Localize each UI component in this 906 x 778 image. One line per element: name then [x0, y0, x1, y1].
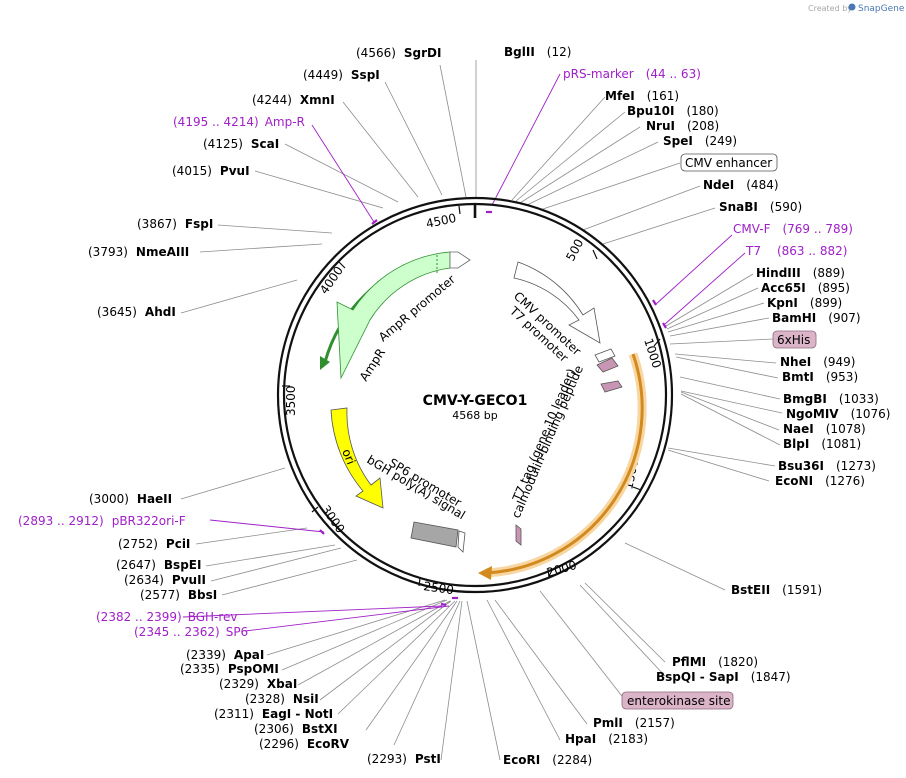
primer-pbr322ori-f: (2893 .. 2912)pBR322ori-F: [18, 514, 186, 528]
enzyme-bmti: BmtI(953): [782, 370, 858, 384]
enzyme-hindiii: HindIII(889): [756, 266, 845, 280]
enzyme-ndei: NdeI(484): [703, 178, 779, 192]
enzyme-snabi: SnaBI(590): [719, 200, 802, 214]
primer-bgh-rev: (2382 .. 2399)BGH-rev: [96, 610, 238, 624]
enzyme-bbsi: (2577)BbsI: [140, 588, 217, 602]
enzyme-blpi: BlpI(1081): [783, 437, 861, 451]
enzyme-bstxi: (2306)BstXI: [254, 722, 338, 736]
primer-cmv-f: CMV-F(769 .. 789): [733, 222, 853, 236]
plasmid-name: CMV-Y-GECO1: [423, 393, 528, 409]
ampr-cds-tail: [449, 251, 471, 269]
enzyme-fspi: (3867)FspI: [137, 217, 213, 231]
enzyme-ecorv: (2296)EcoRV: [259, 737, 350, 751]
enzyme-ngomiv: NgoMIV(1076): [786, 407, 890, 421]
enzyme-leader-lines: [180, 60, 783, 761]
enzyme-bspqi-sapi: BspQI - SapI(1847): [656, 670, 791, 684]
enzyme-xmni: (4244)XmnI: [252, 93, 335, 107]
enzyme-kpni: KpnI(899): [767, 296, 842, 310]
sp6-promoter-arrow: [457, 530, 466, 553]
enzyme-nrui: NruI(208): [646, 119, 719, 133]
primer-sp6: (2345 .. 2362)SP6: [134, 625, 248, 639]
primer-labels: pRS-marker(44 .. 63) (4195 .. 4214)Amp-R…: [18, 67, 853, 639]
enzyme-sspi: (4449)SspI: [303, 68, 380, 82]
enzyme-psti: (2293)PstI: [367, 752, 441, 766]
enzyme-econi: EcoNI(1276): [775, 474, 865, 488]
enzyme-pmli: PmlI(2157): [593, 716, 675, 730]
boxed-label-enterokinase: enterokinase site: [621, 691, 734, 710]
t7-promoter-small-arrow: [594, 348, 616, 363]
enzyme-ecori: EcoRI(2284): [503, 753, 592, 767]
svg-text:CMV enhancer: CMV enhancer: [685, 156, 772, 170]
t7-tag-block: [600, 380, 623, 393]
ampr-promoter-arrow-head: [320, 356, 330, 370]
tick-label-2500: 2500: [423, 579, 455, 597]
boxed-label-6xhis: 6xHis: [772, 330, 817, 349]
enzyme-bpu10i: Bpu10I(180): [627, 104, 719, 118]
enzyme-pvuii: (2634)PvuII: [124, 573, 206, 587]
enzyme-naei: NaeI(1078): [783, 422, 866, 436]
enzyme-hpai: HpaI(2183): [565, 732, 648, 746]
enzyme-xbai: (2329)XbaI: [219, 677, 297, 691]
enzyme-nsii: (2328)NsiI: [245, 692, 319, 706]
enzyme-acc65i: Acc65I(895): [761, 281, 850, 295]
enzyme-pcii: (2752)PciI: [118, 537, 190, 551]
feature-label-ampr: AmpR: [357, 346, 388, 384]
tick-label-3500: 3500: [284, 385, 298, 416]
cmv-promoter-arrow: [513, 261, 601, 344]
tick-marks: [282, 205, 661, 587]
primer-t7: T7(863 .. 882): [745, 244, 847, 258]
enzyme-pflmi: PflMI(1820): [672, 655, 758, 669]
snapgene-brand: SnapGene: [858, 4, 905, 14]
svg-text:enterokinase site: enterokinase site: [627, 694, 730, 708]
created-by-label: Created by: [808, 4, 852, 13]
backbone-outer-ring: [276, 196, 674, 594]
enzyme-spei: SpeI(249): [663, 134, 737, 148]
primer-prs-marker: pRS-marker(44 .. 63): [563, 67, 701, 81]
enzyme-mfei: MfeI(161): [605, 89, 679, 103]
enzyme-bsteii: BstEII(1591): [731, 583, 822, 597]
enzyme-nhei: NheI(949): [780, 355, 855, 369]
enzyme-pspomi: (2335)PspOMI: [180, 662, 279, 676]
enzyme-labels: (4566)SgrDI BglII(12) (4449)SspI MfeI(16…: [88, 45, 890, 767]
feature-label-ori: ori: [339, 447, 358, 467]
enzyme-apai: (2339)ApaI: [186, 648, 264, 662]
cds-arrow-head: [478, 566, 492, 580]
enzyme-bmgbi: BmgBI(1033): [783, 392, 879, 406]
primer-leader-lines: [182, 73, 746, 632]
his-tag-block: [596, 357, 619, 373]
bgh-polya-block: [410, 521, 459, 548]
ampr-cds-arrow: [336, 251, 451, 380]
enzyme-ahdi: (3645)AhdI: [97, 305, 176, 319]
enzyme-scai: (4125)ScaI: [203, 137, 279, 151]
plasmid-size: 4568 bp: [452, 409, 497, 422]
tick-label-1000: 1000: [641, 337, 664, 370]
ori-arrow: [330, 407, 384, 509]
enterokinase-block: [515, 524, 522, 546]
enzyme-haeii: (3000)HaeII: [89, 492, 172, 506]
enzyme-nmeaiii: (3793)NmeAIII: [88, 245, 189, 259]
enzyme-bglii: BglII(12): [504, 45, 571, 59]
feature-label-calmodulin: calmodulin-binding peptide: [509, 363, 586, 520]
enzyme-bamhi: BamHI(907): [772, 311, 861, 325]
tick-label-500: 500: [563, 237, 586, 264]
svg-text:6xHis: 6xHis: [777, 333, 810, 347]
boxed-label-cmv-enhancer: CMV enhancer: [680, 153, 778, 172]
enzyme-sgrdi: (4566)SgrDI: [356, 46, 441, 60]
cds-arrow: [485, 353, 644, 575]
primer-amp-r: (4195 .. 4214)Amp-R: [173, 115, 305, 129]
enzyme-bspei: (2647)BspEI: [116, 558, 201, 572]
enzyme-eagi-noti: (2311)EagI - NotI: [214, 707, 333, 721]
enzyme-bsu36i: Bsu36I(1273): [778, 459, 876, 473]
snapgene-logo-icon: [848, 3, 856, 11]
enzyme-pvui: (4015)PvuI: [172, 164, 250, 178]
tick-label-4500: 4500: [425, 211, 458, 231]
primer-markers: [319, 210, 667, 607]
